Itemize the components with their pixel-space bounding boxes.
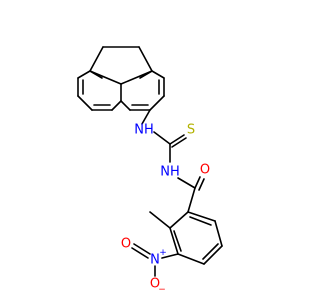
molecule-structure: NH S NH O N + O O − <box>77 46 223 295</box>
bond <box>139 70 153 79</box>
bond <box>161 253 179 259</box>
nitro-oxygen-charge: − <box>158 285 166 295</box>
amide-nh-label: NH <box>160 165 180 180</box>
bond <box>111 100 122 111</box>
bond <box>169 134 185 145</box>
nitro-nitrogen-label: N <box>150 253 160 268</box>
molecule-canvas: NH S NH O N + O O − <box>77 46 223 295</box>
bond <box>169 211 189 229</box>
bond <box>89 70 103 79</box>
nitro-nitrogen-charge: + <box>159 248 167 258</box>
carbonyl-oxygen-label: O <box>200 163 210 178</box>
bond <box>177 177 196 189</box>
bond <box>173 230 182 252</box>
bond <box>141 109 151 125</box>
amine-nh-label: NH <box>134 123 154 138</box>
bond <box>187 187 196 213</box>
bond <box>153 131 171 145</box>
naphthalene-right-ring-bonds <box>120 70 165 111</box>
bond <box>198 178 205 191</box>
bond <box>171 137 187 148</box>
naphthalene-left-ring-bonds <box>77 70 122 111</box>
bond <box>151 70 165 79</box>
bond <box>177 253 205 265</box>
bond <box>77 70 91 79</box>
benzene-ring-bonds <box>149 187 223 265</box>
bond <box>120 100 131 111</box>
bond <box>133 243 151 255</box>
thiourea-linker-bonds <box>141 109 205 191</box>
bond <box>138 46 153 72</box>
bond <box>214 220 223 247</box>
bond <box>202 243 219 260</box>
bond <box>194 176 201 189</box>
nitro-oxygen-bottom-label: O <box>150 277 160 292</box>
bond <box>187 211 216 222</box>
bond <box>89 46 104 72</box>
nitro-group-bonds <box>131 243 179 277</box>
bond <box>149 211 171 229</box>
cyclopenta-ring-bonds <box>89 46 153 85</box>
bond <box>203 245 223 265</box>
bond <box>131 247 149 259</box>
bond <box>189 216 212 226</box>
sulfur-label: S <box>187 123 195 138</box>
nitro-oxygen-top-label: O <box>121 237 131 252</box>
bond <box>77 95 93 111</box>
bond <box>149 95 165 111</box>
bond <box>169 227 179 255</box>
